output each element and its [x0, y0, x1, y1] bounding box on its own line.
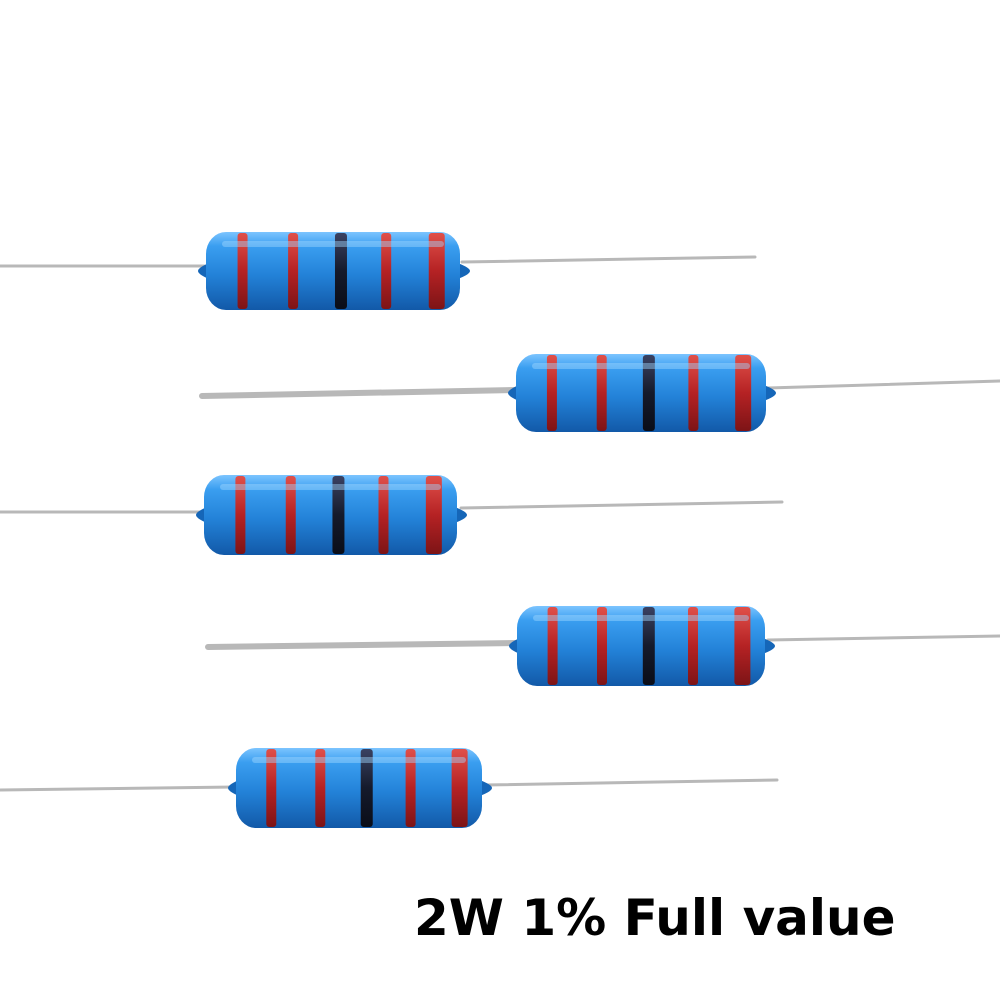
lead-wire-right	[459, 500, 784, 510]
lead-wire-left	[205, 640, 519, 650]
color-band-2	[288, 233, 299, 309]
lead-wire-right	[460, 255, 757, 264]
body-highlight	[533, 615, 749, 621]
color-band-4	[688, 355, 699, 431]
color-band-5	[734, 607, 751, 685]
resistor-2	[199, 354, 1000, 432]
lead-wire-right	[766, 379, 1000, 390]
caption-text: 2W 1% Full value	[414, 889, 896, 947]
body-highlight	[220, 484, 441, 490]
color-band-5	[428, 233, 445, 309]
color-band-4	[405, 749, 416, 827]
body-highlight	[532, 363, 750, 369]
resistor-body	[236, 748, 482, 828]
color-band-2	[285, 476, 296, 554]
color-band-5	[735, 355, 752, 431]
color-band-5	[425, 476, 442, 554]
resistor-3	[0, 475, 784, 555]
color-band-3	[334, 233, 347, 309]
color-band-3	[642, 607, 655, 685]
color-band-3	[332, 476, 345, 554]
lead-wire-left	[199, 387, 519, 399]
color-band-1	[547, 607, 558, 685]
body-highlight	[252, 757, 466, 763]
color-band-1	[235, 476, 246, 554]
resistor-body	[517, 606, 765, 686]
resistor-body	[204, 475, 457, 555]
resistor-body	[516, 354, 766, 432]
body-highlight	[222, 241, 444, 247]
color-band-2	[315, 749, 326, 827]
color-band-1	[546, 355, 557, 431]
color-band-4	[688, 607, 698, 685]
color-band-5	[451, 749, 468, 827]
color-band-2	[597, 607, 607, 685]
color-band-2	[596, 355, 607, 431]
resistor-1	[0, 232, 757, 310]
color-band-3	[642, 355, 655, 431]
resistor-5	[0, 748, 779, 828]
color-band-4	[381, 233, 392, 309]
color-band-1	[266, 749, 277, 827]
lead-wire-right	[766, 634, 1000, 642]
resistor-4	[205, 606, 1000, 686]
lead-wire-left	[0, 785, 237, 792]
color-band-1	[237, 233, 248, 309]
resistor-body	[206, 232, 460, 310]
color-band-3	[360, 749, 373, 827]
color-band-4	[378, 476, 389, 554]
lead-wire-right	[482, 778, 779, 787]
